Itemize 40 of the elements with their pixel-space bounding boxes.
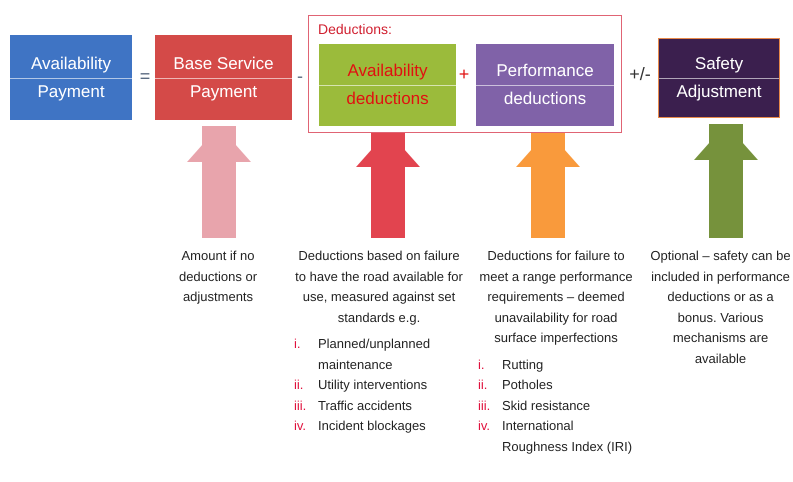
box-label: Base Service Payment [172, 52, 275, 102]
operator-sign: = [138, 65, 152, 88]
formula-box [319, 44, 456, 126]
operator-sign: + [458, 63, 470, 86]
list-item: Potholes [502, 376, 553, 394]
operator-sign: +/- [628, 63, 652, 86]
list-item: Utility interventions [318, 376, 428, 394]
list-item: Traffic accidents [318, 396, 412, 414]
group-frame [308, 15, 622, 133]
formula-box [155, 35, 292, 120]
list-numeral: ii. [477, 376, 488, 394]
operator-sign: - [296, 65, 304, 88]
list-item: International Roughness Index (IRI) [502, 417, 634, 456]
description-text: Amount if no deductions or adjustments [178, 247, 258, 306]
list-numeral: iv. [477, 417, 492, 435]
list-numeral: iii. [477, 396, 492, 414]
list-numeral: iv. [293, 417, 308, 435]
box-label: Safety Adjustment [675, 53, 763, 103]
block-arrow [516, 131, 580, 238]
box-label: Availability Payment [30, 52, 112, 102]
block-arrow [694, 124, 758, 238]
formula-box [476, 44, 614, 126]
box-label: Availability deductions [345, 60, 430, 110]
block-arrow [187, 126, 251, 238]
block-arrow [356, 131, 420, 238]
description-text: Optional – safety can be included in performance deductions or as a bonus. Various mechanisms are available [649, 247, 792, 368]
list-numeral: ii. [293, 376, 304, 394]
list-numeral: i. [293, 335, 302, 353]
description-text: Deductions for failure to meet a range performance requirements – deemed unavailability for road surface imperfections [478, 247, 634, 347]
list-item: Planned/unplanned maintenance [318, 335, 432, 374]
formula-box [10, 35, 132, 120]
list-item: Incident blockages [318, 417, 426, 435]
formula-box [658, 38, 780, 118]
list-item: Skid resistance [502, 396, 590, 414]
group-title: Deductions: [318, 20, 392, 38]
list-numeral: iii. [293, 396, 308, 414]
list-numeral: i. [477, 356, 486, 374]
list-item: Rutting [502, 356, 544, 374]
box-label: Performance deductions [495, 60, 595, 110]
description-text: Deductions based on failure to have the road available for use, measured against set standards e.g. [294, 247, 464, 327]
